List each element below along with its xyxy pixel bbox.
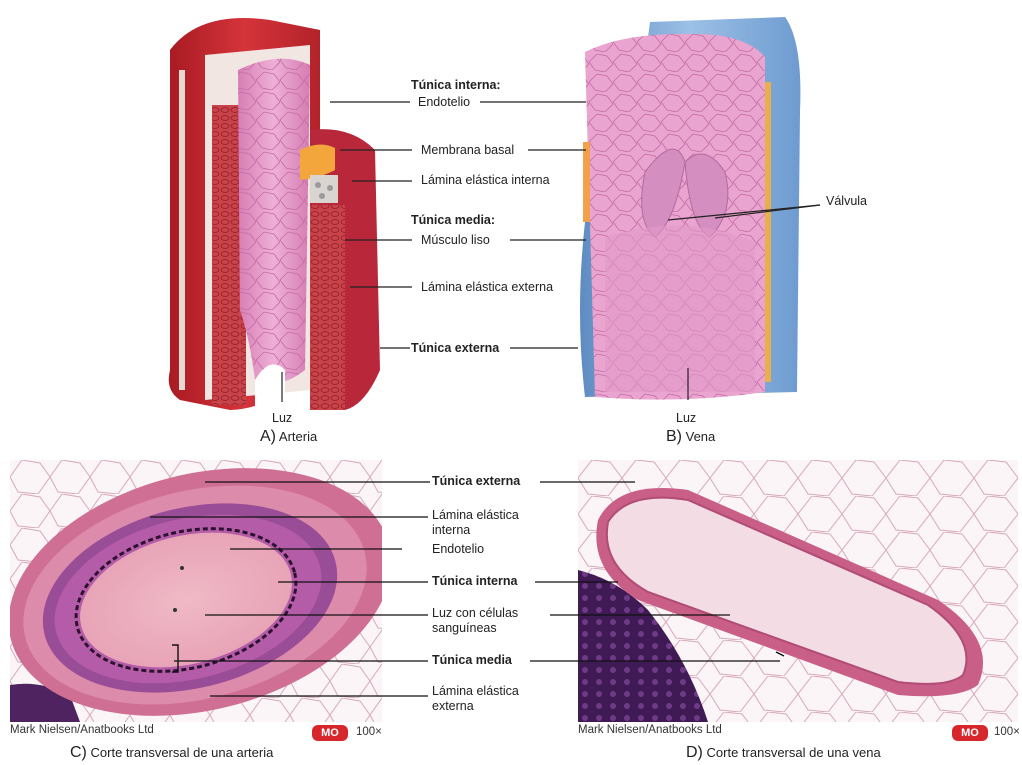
label-valvula: Válvula — [826, 194, 867, 209]
caption-a-text: Arteria — [279, 429, 317, 444]
label-lamina-elastica-interna-top: Lámina elástica interna — [421, 173, 550, 188]
label-lamina-elastica-interna-bottom: Lámina elástica interna — [432, 508, 547, 538]
credit-left: Mark Nielsen/Anatbooks Ltd — [10, 724, 154, 736]
label-tunica-externa-bottom: Túnica externa — [432, 474, 520, 489]
label-musculo-liso: Músculo liso — [421, 233, 490, 248]
label-membrana-basal: Membrana basal — [421, 143, 514, 158]
mo-badge-left: MO — [312, 725, 348, 741]
credit-right: Mark Nielsen/Anatbooks Ltd — [578, 724, 722, 736]
label-luz-arteria: Luz — [272, 411, 292, 426]
caption-a: A) Arteria — [260, 428, 317, 446]
top-leader-lines — [0, 0, 1022, 440]
caption-b-text: Vena — [686, 429, 716, 444]
magnification-left: 100× — [356, 726, 382, 738]
caption-c-letter: C) — [70, 744, 87, 761]
label-tunica-media-bottom: Túnica media — [432, 653, 512, 668]
caption-a-letter: A) — [260, 428, 276, 445]
mo-badge-right: MO — [952, 725, 988, 741]
label-lamina-elastica-externa-bottom: Lámina elástica externa — [432, 684, 542, 714]
label-tunica-interna-bottom: Túnica interna — [432, 574, 517, 589]
label-luz-celulas: Luz con células sanguíneas — [432, 606, 542, 636]
label-tunica-interna-heading: Túnica interna: — [411, 78, 501, 93]
caption-d: D) Corte transversal de una vena — [686, 744, 881, 762]
caption-c-text: Corte transversal de una arteria — [91, 745, 274, 760]
caption-d-text: Corte transversal de una vena — [707, 745, 881, 760]
label-endotelio-bottom: Endotelio — [432, 542, 484, 557]
caption-b: B) Vena — [666, 428, 715, 446]
label-tunica-externa-top: Túnica externa — [411, 341, 499, 356]
label-lamina-elastica-externa-top: Lámina elástica externa — [421, 280, 553, 295]
caption-c: C) Corte transversal de una arteria — [70, 744, 273, 762]
label-tunica-media-heading: Túnica media: — [411, 213, 495, 228]
caption-b-letter: B) — [666, 428, 682, 445]
caption-d-letter: D) — [686, 744, 703, 761]
label-luz-vena: Luz — [676, 411, 696, 426]
label-endotelio-top: Endotelio — [418, 95, 470, 110]
magnification-right: 100× — [994, 726, 1020, 738]
